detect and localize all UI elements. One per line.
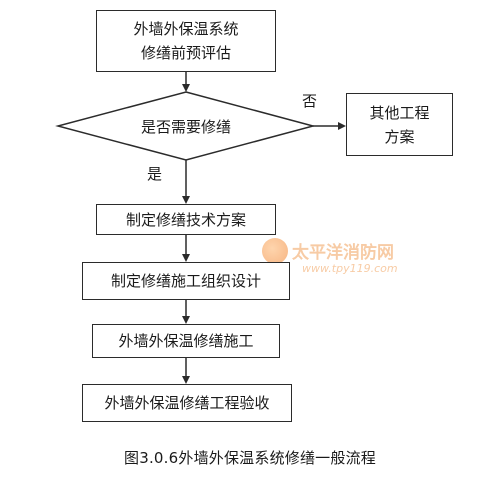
node-construction-design: 制定修缮施工组织设计 <box>82 262 290 300</box>
watermark: 太平洋消防网 www.tpy119.com <box>262 236 432 280</box>
node-pre-assessment: 外墙外保温系统 修缮前预评估 <box>96 10 276 72</box>
node-repair-plan-label: 制定修缮技术方案 <box>125 210 246 229</box>
node-other-plan-line-2: 方案 <box>384 127 415 146</box>
decision-label: 是否需要修缮 <box>140 117 231 136</box>
node-other-plan: 其他工程 方案 <box>346 93 453 156</box>
node-repair-construction-label: 外墙外保温修缮施工 <box>118 332 254 350</box>
watermark-name: 太平洋消防网 <box>292 243 394 263</box>
node-repair-construction: 外墙外保温修缮施工 <box>92 324 280 358</box>
node-repair-acceptance: 外墙外保温修缮工程验收 <box>82 384 292 422</box>
node-construction-design-label: 制定修缮施工组织设计 <box>110 272 261 290</box>
watermark-url: www.tpy119.com <box>302 262 398 275</box>
node-repair-plan: 制定修缮技术方案 <box>96 204 276 235</box>
watermark-logo-icon <box>262 238 288 264</box>
node-pre-assessment-line-2: 修缮前预评估 <box>140 44 231 62</box>
figure-caption: 图3.0.6外墙外保温系统修缮一般流程 <box>124 449 376 467</box>
edge-label-yes: 是 <box>147 165 163 183</box>
node-repair-acceptance-label: 外墙外保温修缮工程验收 <box>104 394 270 412</box>
node-pre-assessment-line-1: 外墙外保温系统 <box>133 20 239 38</box>
node-other-plan-line-1: 其他工程 <box>369 103 430 122</box>
edge-label-no: 否 <box>302 92 318 110</box>
